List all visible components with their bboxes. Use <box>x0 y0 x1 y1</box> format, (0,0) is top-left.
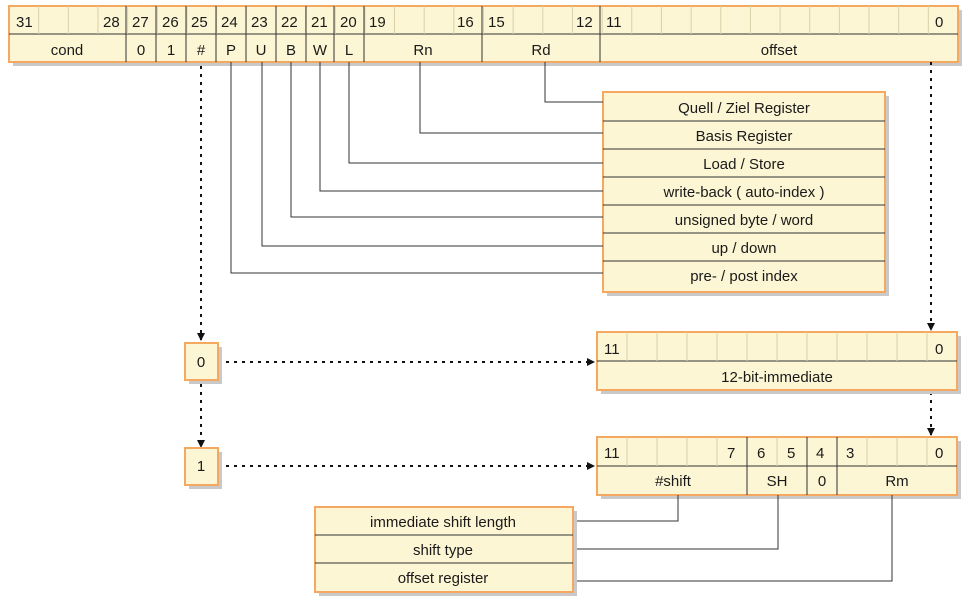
bit-31: 31 <box>16 14 33 31</box>
field-bit26: 1 <box>167 42 175 59</box>
u-connector <box>261 62 603 247</box>
shift-bit-7: 7 <box>727 445 735 462</box>
field-offset: offset <box>761 42 798 59</box>
shift-bit-4: 4 <box>816 445 824 462</box>
shift-register: 11 7 6 5 4 3 0 #shift SH 0 Rm <box>596 436 961 499</box>
bit-23: 23 <box>251 14 268 31</box>
instruction-register: 31 28 27 26 25 24 23 22 21 20 19 16 15 1… <box>8 5 962 66</box>
field-rn: Rn <box>413 42 432 59</box>
selector-0-label: 0 <box>197 354 205 371</box>
bit-22: 22 <box>281 14 298 31</box>
shift-bit-5: 5 <box>787 445 795 462</box>
immediate-field: 12-bit-immediate <box>721 369 833 386</box>
shift-field-zero: 0 <box>818 473 826 490</box>
b-connector <box>290 62 603 218</box>
field-cond: cond <box>51 42 84 59</box>
shift-legend-type: shift type <box>413 542 473 559</box>
w-connector <box>319 62 603 192</box>
field-immediate-flag: # <box>197 42 206 59</box>
legend-pre-post-index: pre- / post index <box>690 268 798 285</box>
sh-connector <box>573 495 779 550</box>
bit-26: 26 <box>162 14 179 31</box>
bit-21: 21 <box>311 14 328 31</box>
selector-flow-arrows <box>197 62 935 470</box>
legend-write-back: write-back ( auto-index ) <box>663 184 825 201</box>
field-connectors <box>230 62 603 274</box>
shift-legend: immediate shift length shift type offset… <box>314 506 577 596</box>
shift-legend-offset-register: offset register <box>398 570 489 587</box>
bit-11: 11 <box>606 14 622 31</box>
field-rd: Rd <box>531 42 550 59</box>
shift-amount-connector <box>573 495 679 522</box>
shift-field-rm: Rm <box>885 473 908 490</box>
bit-0: 0 <box>935 14 943 31</box>
bit-25: 25 <box>191 14 208 31</box>
p-connector <box>230 62 603 274</box>
immediate-bit-0: 0 <box>935 341 943 358</box>
rm-connector <box>573 495 893 582</box>
shift-connectors <box>573 495 893 582</box>
bit-12: 12 <box>576 14 593 31</box>
rn-connector <box>419 62 603 134</box>
bit-16: 16 <box>457 14 474 31</box>
field-u: U <box>256 42 267 59</box>
field-w: W <box>313 42 328 59</box>
shift-bit-3: 3 <box>846 445 854 462</box>
shift-field-sh: SH <box>767 473 788 490</box>
field-b: B <box>286 42 296 59</box>
bit-28: 28 <box>103 14 120 31</box>
shift-bit-0: 0 <box>935 445 943 462</box>
field-l: L <box>345 42 353 59</box>
l-connector <box>348 62 603 164</box>
legend-source-dest-register: Quell / Ziel Register <box>678 100 810 117</box>
legend-byte-word: unsigned byte / word <box>675 212 813 229</box>
legend-load-store: Load / Store <box>703 156 785 173</box>
selector-1-box: 1 <box>184 447 222 489</box>
shift-legend-length: immediate shift length <box>370 514 516 531</box>
shift-bit-6: 6 <box>757 445 765 462</box>
selector-0-box: 0 <box>184 342 222 384</box>
legend-up-down: up / down <box>711 240 776 257</box>
bit-24: 24 <box>221 14 238 31</box>
bit-27: 27 <box>132 14 149 31</box>
bit-19: 19 <box>369 14 386 31</box>
selector-1-label: 1 <box>197 458 205 475</box>
field-legend: Quell / Ziel Register Basis Register Loa… <box>602 91 889 296</box>
shift-field-amount: #shift <box>655 473 692 490</box>
shift-bit-11: 11 <box>604 445 620 462</box>
bit-20: 20 <box>340 14 357 31</box>
legend-base-register: Basis Register <box>696 128 793 145</box>
field-bit27: 0 <box>137 42 145 59</box>
field-p: P <box>226 42 236 59</box>
immediate-bit-11: 11 <box>604 341 620 358</box>
immediate-register: 11 0 12-bit-immediate <box>596 331 961 394</box>
rd-connector <box>544 62 603 103</box>
bit-15: 15 <box>488 14 505 31</box>
